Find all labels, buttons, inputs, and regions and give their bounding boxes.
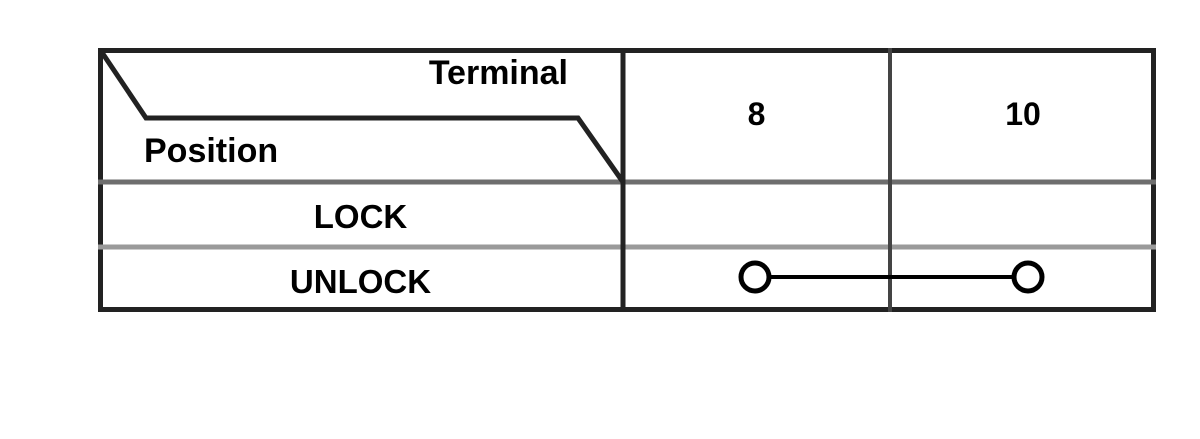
cell-unlock-terminal-8 — [623, 247, 890, 312]
row-label-unlock: UNLOCK — [289, 263, 432, 300]
continuity-table: Terminal Position 8 10 LOCK UNLOCK — [98, 48, 1156, 312]
cell-unlock-terminal-10 — [890, 247, 1156, 312]
continuity-terminal-node-8 — [738, 260, 772, 294]
row-axis-label: Position — [144, 132, 279, 170]
cell-lock-terminal-10 — [890, 182, 1156, 247]
row-label-lock: LOCK — [313, 198, 408, 235]
table-grid — [98, 48, 1156, 312]
continuity-link-unlock-8-10 — [738, 260, 1045, 294]
corner-diagonal-divider — [98, 49, 626, 184]
column-axis-label: Terminal — [428, 54, 568, 92]
column-header-terminal-8: 8 — [747, 96, 766, 132]
continuity-terminal-node-10 — [1011, 260, 1045, 294]
cell-lock-terminal-8 — [623, 182, 890, 247]
column-header-terminal-10: 10 — [1005, 96, 1041, 132]
